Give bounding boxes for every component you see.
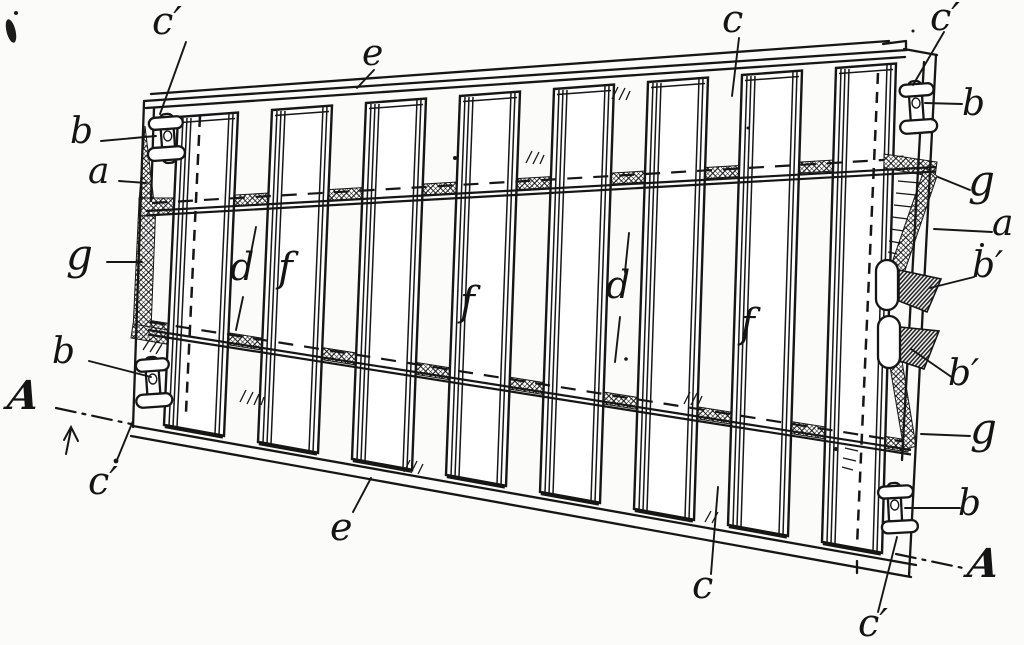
- ink-specks: [453, 29, 915, 451]
- slat: [538, 83, 616, 505]
- hidden-cleat-dashed-right: [855, 72, 880, 547]
- slat: [256, 104, 334, 455]
- slat: [444, 90, 522, 488]
- band-hidden-edge-upper: [151, 157, 901, 205]
- slat: [632, 76, 710, 522]
- band-hidden-edge-lower: [149, 320, 907, 444]
- leader-dot: [980, 243, 984, 247]
- binding-wire-rods: [145, 165, 937, 456]
- hook-lower: [876, 314, 902, 370]
- view-direction-arrow: [63, 424, 79, 455]
- leader-dot: [113, 458, 119, 464]
- slat: [350, 97, 428, 472]
- slat: [820, 62, 898, 555]
- hook-upper: [874, 258, 900, 312]
- buckle-top-right: [898, 79, 939, 135]
- leader-lines: [88, 31, 993, 613]
- slat: [726, 69, 804, 538]
- slat: [162, 111, 240, 438]
- bottom-rail: [129, 424, 918, 579]
- buckle-top-left: [146, 112, 187, 165]
- band-hooks: [874, 258, 943, 370]
- section-line: [54, 406, 965, 570]
- slat-bottom-edges: [164, 423, 882, 556]
- scan-ink-mark: [5, 11, 18, 43]
- shading-strokes: [142, 86, 921, 524]
- top-rail: [142, 39, 939, 110]
- buckle-bottom-right: [876, 481, 920, 535]
